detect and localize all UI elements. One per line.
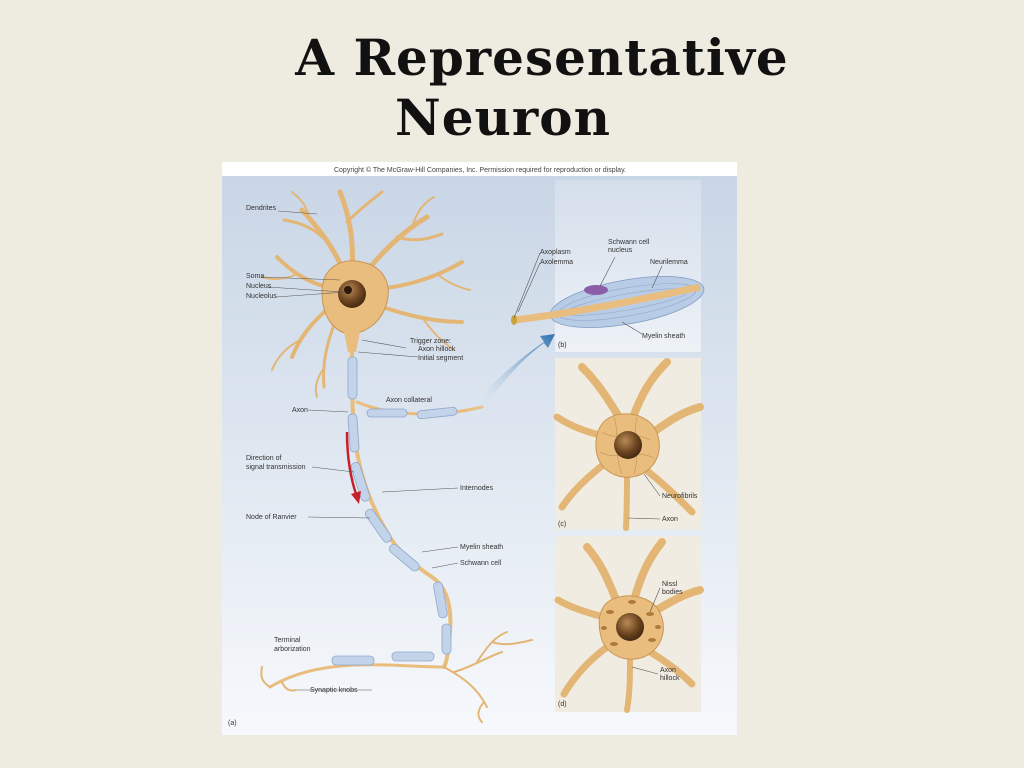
nucleus-c <box>614 431 642 459</box>
nissl-bodies <box>601 600 661 646</box>
label-synaptic-knobs: Synaptic knobs <box>310 687 358 694</box>
label-trigger-zone: Trigger zone: <box>410 338 451 345</box>
label-axon-hillock: Axon hillock <box>418 346 456 353</box>
myelinated-fiber <box>511 276 705 328</box>
panel-label-a: (a) <box>228 720 237 727</box>
myelin-sheath-segments <box>331 356 458 666</box>
signal-arrowhead <box>351 491 361 504</box>
label-schwann-nucleus-line1: Schwann cell <box>608 239 650 246</box>
leader-lines-c <box>627 473 661 520</box>
label-direction-line1: Direction of <box>246 455 281 462</box>
panel-label-b: (b) <box>558 342 567 349</box>
label-axolemma: Axolemma <box>540 259 573 266</box>
neuron-figure: Copyright © The McGraw-Hill Companies, I… <box>222 162 737 735</box>
leader-lines-a <box>261 210 459 691</box>
label-myelin-sheath-b: Myelin sheath <box>642 333 685 340</box>
label-neurilemma: Neurilemma <box>650 259 688 266</box>
leader-lines-b <box>513 252 663 335</box>
axon-hillock <box>344 332 360 352</box>
label-myelin-sheath: Myelin sheath <box>460 544 503 551</box>
label-axon-collateral: Axon collateral <box>386 397 432 404</box>
label-axon-c: Axon <box>662 516 678 523</box>
label-neurofibrils: Neurofibrils <box>662 493 698 500</box>
nucleolus <box>344 286 352 294</box>
title-line-1: A Representative <box>295 28 789 87</box>
nucleus-d <box>616 613 644 641</box>
nucleus <box>338 280 366 308</box>
terminal-arborization <box>260 631 533 723</box>
collateral-arrow <box>467 334 555 417</box>
title-line-2: Neuron <box>395 88 611 147</box>
panel-label-c: (c) <box>558 521 566 528</box>
label-axoplasm: Axoplasm <box>540 249 571 256</box>
label-nissl-line2: bodies <box>662 589 683 596</box>
label-initial-segment: Initial segment <box>418 355 463 362</box>
leader-lines-d <box>631 587 661 675</box>
label-internodes: Internodes <box>460 485 494 492</box>
label-axon-hillock-d-line1: Axon <box>660 667 676 674</box>
label-terminal-line2: arborization <box>274 646 311 653</box>
signal-direction-arrow <box>345 431 359 498</box>
copyright-text: Copyright © The McGraw-Hill Companies, I… <box>334 166 626 174</box>
label-nissl-line1: Nissl <box>662 581 678 588</box>
label-terminal-line1: Terminal <box>274 637 301 644</box>
label-node-of-ranvier: Node of Ranvier <box>246 514 297 521</box>
label-direction-line2: signal transmission <box>246 464 306 471</box>
label-soma: Soma <box>246 273 264 280</box>
label-nucleus: Nucleus <box>246 283 272 290</box>
slide-title: A Representative Neuron <box>0 28 1024 148</box>
label-schwann-nucleus-line2: nucleus <box>608 247 633 254</box>
label-dendrites: Dendrites <box>246 205 276 212</box>
neuron-diagram: Copyright © The McGraw-Hill Companies, I… <box>222 166 737 735</box>
label-schwann-cell: Schwann cell <box>460 560 502 567</box>
label-axon: Axon <box>292 407 308 414</box>
panel-label-d: (d) <box>558 701 567 708</box>
label-nucleolus: Nucleolus <box>246 293 277 300</box>
label-axon-hillock-d-line2: hillock <box>660 675 680 682</box>
